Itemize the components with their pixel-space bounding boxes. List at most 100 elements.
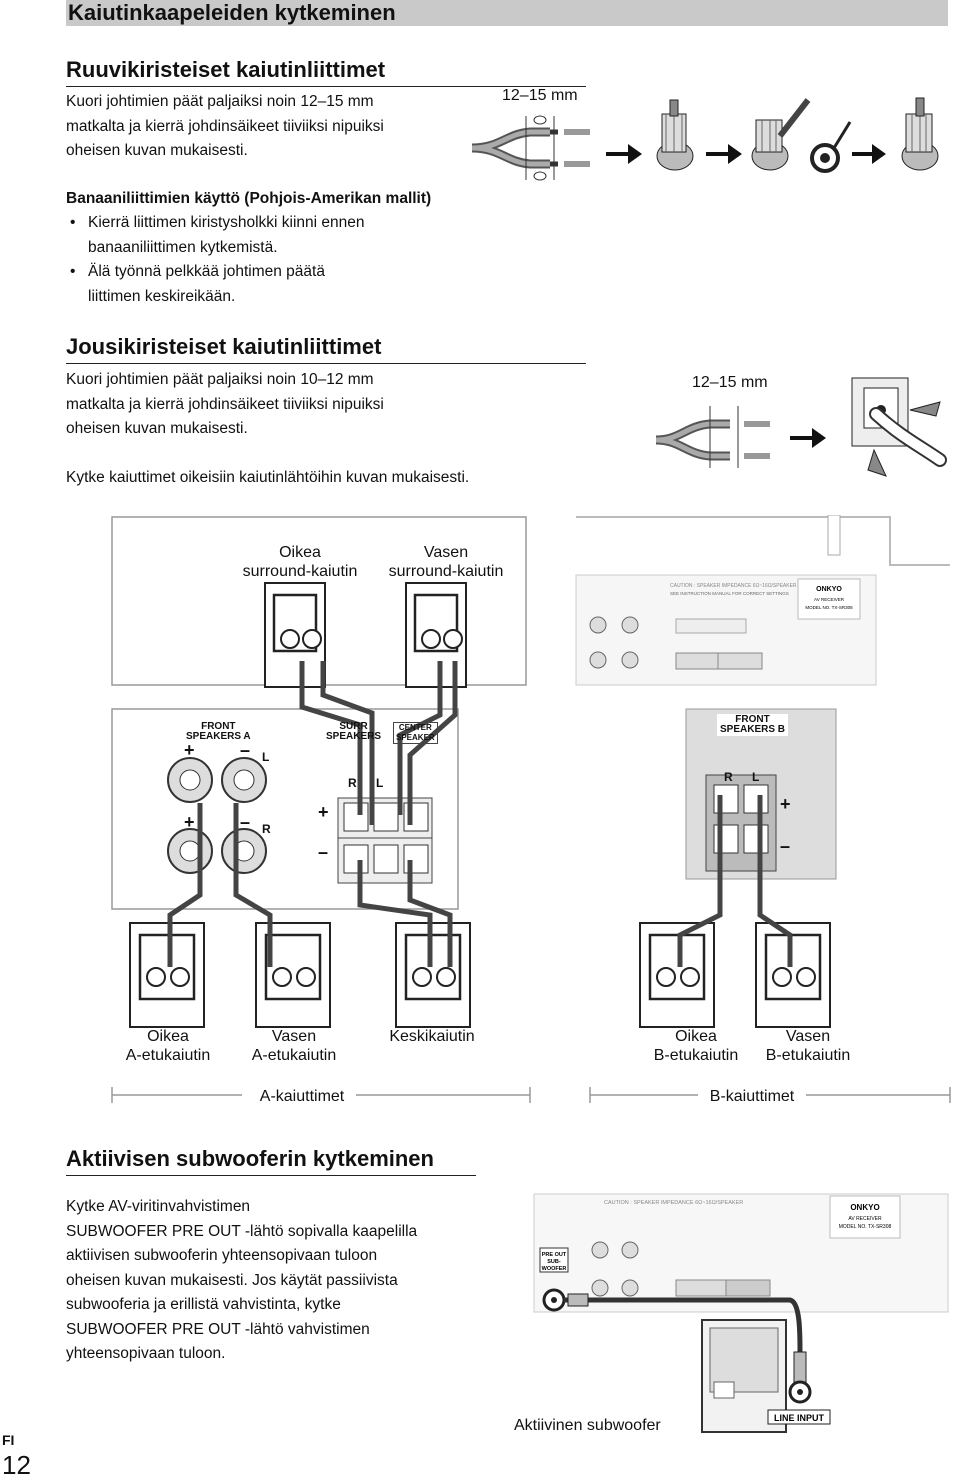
brand-sub: MODEL NO. TX-SR308 — [805, 605, 853, 610]
arrow-icon — [606, 144, 642, 164]
pre-out-label: PRE OUT — [542, 1252, 567, 1258]
minus-symbol: – — [240, 812, 251, 832]
speaker-center — [395, 922, 471, 1028]
label-front-right-a: Oikea A-etukaiutin — [108, 1027, 228, 1065]
arrow-icon — [706, 144, 742, 164]
panel-front-speakers-a — [167, 757, 267, 874]
label-line: Vasen — [271, 1028, 317, 1045]
bullet-item: • Kierrä liittimen kiristysholkki kiinni… — [66, 211, 486, 260]
label-group-b: B-kaiuttimet — [709, 1088, 795, 1105]
label-line: FRONT — [201, 721, 236, 732]
label-group-a: A-kaiuttimet — [259, 1088, 345, 1105]
plus-symbol: + — [780, 794, 791, 814]
speaker-cables — [167, 661, 793, 967]
label-line: FRONT — [735, 714, 770, 725]
channel-r: R — [262, 822, 271, 836]
section-heading-screw-terminals: Ruuvikiristeiset kaiutinliittimet — [66, 56, 586, 87]
brand-logo: ONKYO — [816, 586, 842, 593]
plus-symbol: + — [184, 740, 195, 760]
brand-sub: AV RECEIVER — [814, 597, 845, 602]
speaker-surround-right — [264, 582, 326, 688]
subwoofer-diagram: ONKYO AV RECEIVER MODEL NO. TX-SR308 CAU… — [533, 1193, 949, 1433]
caution-text: SEE INSTRUCTION MANUAL FOR CORRECT SETTI… — [670, 591, 789, 596]
channel-l: L — [376, 776, 384, 790]
label-line: B-etukaiutin — [765, 1047, 851, 1064]
pre-out-label: SUB- — [547, 1259, 561, 1265]
panel-label-front-b: FRONT SPEAKERS B — [717, 714, 789, 736]
stripped-wire-illustration — [655, 406, 770, 468]
language-code: FI — [2, 1432, 15, 1448]
bullet-item: • Älä työnnä pelkkää johtimen päätä liit… — [66, 260, 486, 309]
speaker-front-left-a — [255, 922, 331, 1028]
text-line: matkalta ja kierrä johdinsäikeet tiiviik… — [66, 117, 384, 135]
section-heading-spring-terminals: Jousikiristeiset kaiutinliittimet — [66, 333, 586, 364]
banana-plug-bullets: • Kierrä liittimen kiristysholkki kiinni… — [66, 211, 486, 309]
text-line: subwooferia ja erillistä vahvistinta, ky… — [66, 1296, 341, 1313]
speaker-front-right-b — [639, 922, 715, 1028]
text-line: liittimen keskireikään. — [88, 287, 236, 305]
label-line: Oikea — [147, 1028, 189, 1045]
speaker-front-right-a — [129, 922, 205, 1028]
label-front-left-a: Vasen A-etukaiutin — [234, 1027, 354, 1065]
minus-symbol: – — [318, 842, 329, 862]
panel-surr-center-terminals — [337, 797, 433, 884]
speaker-wiring-diagram: ONKYO AV RECEIVER MODEL NO. TX-SR308 CAU… — [111, 515, 951, 1103]
label-line: CENTER — [398, 723, 432, 732]
wire-loop-icon — [810, 121, 852, 173]
active-subwoofer-label: Aktiivinen subwoofer — [514, 1417, 661, 1434]
text-line: Kytke AV-viritinvahvistimen — [66, 1198, 251, 1215]
screw-terminal-illustration — [471, 97, 939, 181]
label-front-right-b: Oikea B-etukaiutin — [636, 1027, 756, 1065]
panel-label-surr: SURR SPEAKERS — [326, 722, 381, 742]
text-line: oheisen kuvan mukaisesti. Jos käytät pas… — [66, 1271, 398, 1289]
caution-text: CAUTION : SPEAKER IMPEDANCE 6Ω~16Ω/SPEAK… — [670, 583, 797, 589]
label-line: Oikea — [675, 1028, 717, 1045]
panel-zoom-frame — [111, 708, 459, 910]
arrow-icon — [852, 144, 886, 164]
arrow-icon — [790, 428, 826, 448]
label-line: surround-kaiutin — [388, 563, 504, 580]
label-line: A-etukaiutin — [251, 1047, 337, 1064]
caution-text: CAUTION : SPEAKER IMPEDANCE 6Ω~16Ω/SPEAK… — [604, 1200, 743, 1206]
screw-terminal-icon — [751, 98, 811, 171]
group-bracket-a — [111, 1087, 531, 1103]
screw-terminal-icon — [901, 97, 939, 171]
pre-out-label: WOOFER — [542, 1266, 567, 1272]
strip-length-label: 12–15 mm — [692, 374, 768, 391]
label-surround-left: Vasen surround-kaiutin — [376, 543, 516, 581]
text-line: Kuori johtimien päät paljaiksi noin 12–1… — [66, 93, 374, 110]
label-line: B-etukaiutin — [653, 1047, 739, 1064]
text-line: oheisen kuvan mukaisesti. — [66, 420, 248, 437]
stripped-wire-illustration — [471, 115, 590, 181]
screw-terminal-icon — [656, 99, 694, 171]
brand-logo: ONKYO — [850, 1203, 879, 1212]
text-line: Kierrä liittimen kiristysholkki kiinni e… — [88, 214, 365, 231]
label-line: SURR — [339, 721, 368, 732]
brand-sub: AV RECEIVER — [848, 1216, 882, 1222]
plus-symbol: + — [184, 812, 195, 832]
label-line: SPEAKERS B — [720, 724, 786, 735]
text-line: aktiivisen subwooferin yhteensopivaan tu… — [66, 1247, 378, 1264]
channel-l: L — [752, 770, 760, 784]
label-center: Keskikaiutin — [389, 1028, 475, 1045]
panel-label-front-a: FRONT SPEAKERS A — [186, 722, 251, 742]
connect-speakers-text: Kytke kaiuttimet oikeisiin kaiutinlähtöi… — [66, 469, 470, 486]
page-number: 12 — [2, 1450, 31, 1480]
minus-symbol: – — [780, 836, 791, 856]
plus-symbol: + — [318, 802, 329, 822]
label-line: A-etukaiutin — [125, 1047, 211, 1064]
label-line: SPEAKERS — [326, 731, 382, 742]
text-line: SUBWOOFER PRE OUT -lähtö vahvistimen — [66, 1320, 370, 1338]
label-line: Vasen — [785, 1028, 831, 1045]
receiver-back-panel: ONKYO AV RECEIVER MODEL NO. TX-SR308 CAU… — [575, 515, 950, 686]
text-line: banaaniliittimen kytkemistä. — [88, 238, 278, 256]
text-line: Kuori johtimien päät paljaiksi noin 10–1… — [66, 371, 374, 388]
label-line: Oikea — [279, 544, 321, 561]
label-line: SPEAKER — [396, 733, 435, 742]
label-line: surround-kaiutin — [242, 563, 358, 580]
active-subwoofer-icon — [701, 1319, 787, 1433]
bullet-icon: • — [70, 263, 76, 280]
spring-terminal-icon — [851, 377, 947, 477]
text-line: oheisen kuvan mukaisesti. — [66, 142, 248, 159]
spring-terminal-instructions: Kuori johtimien päät paljaiksi noin 10–1… — [66, 368, 486, 442]
